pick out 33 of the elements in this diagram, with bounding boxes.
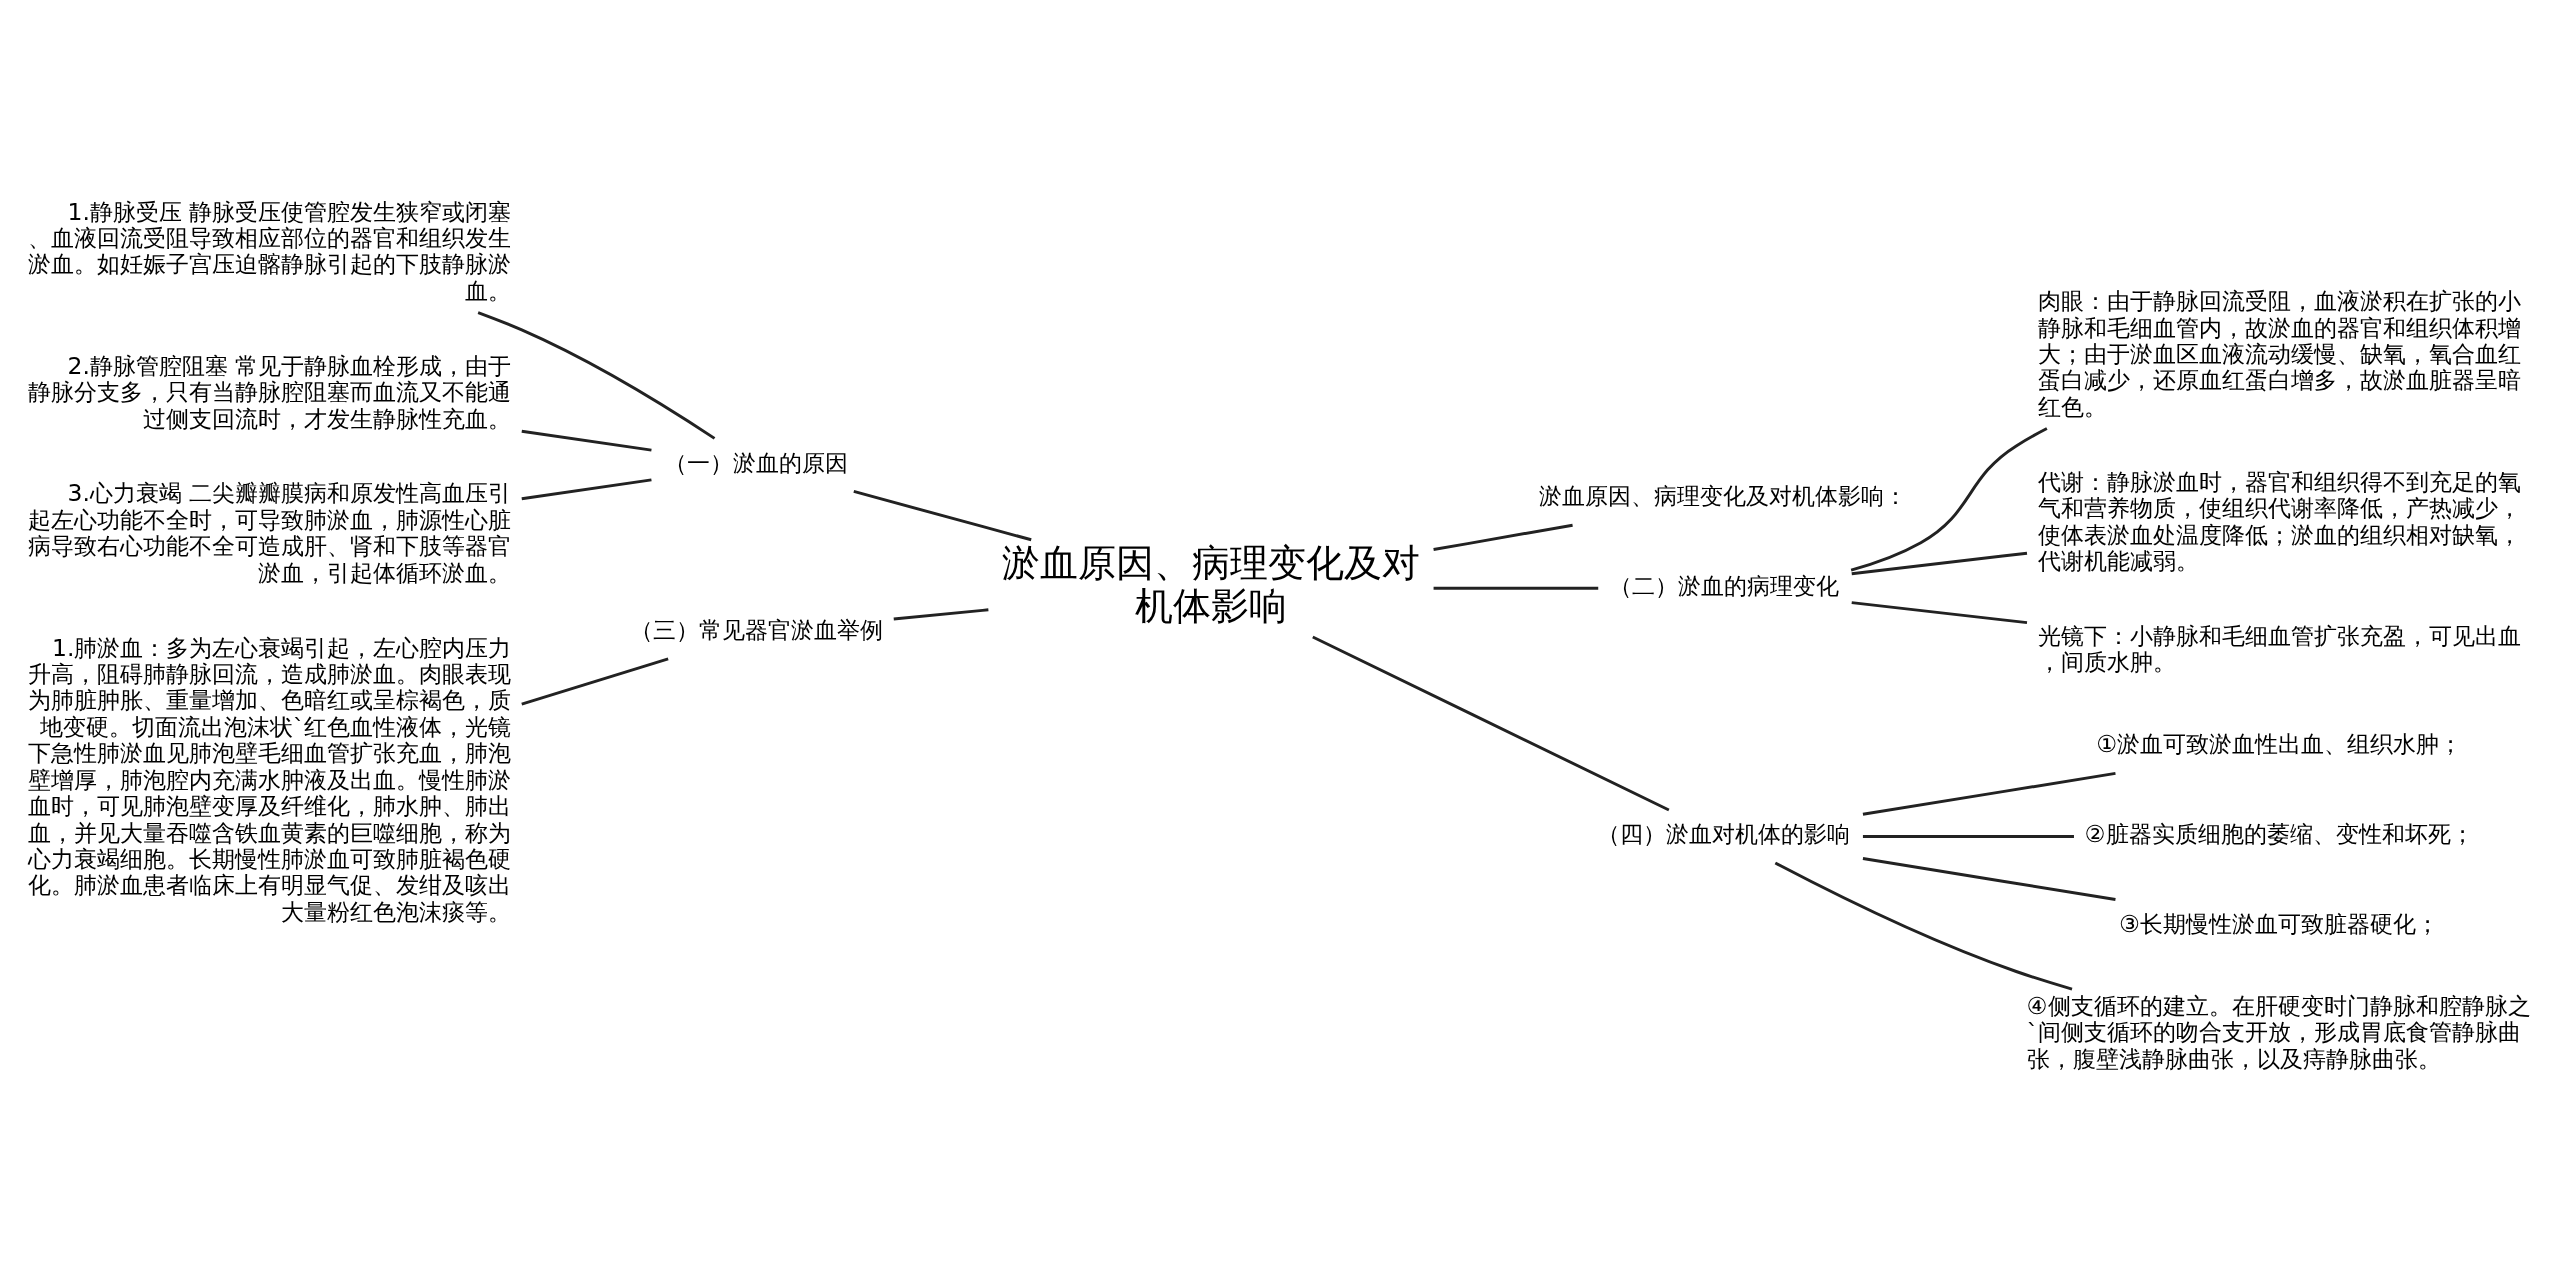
node-text: ①淤血可致淤血性出血、组织水肿；	[2096, 729, 2463, 758]
connector	[521, 477, 652, 500]
node-text: 3.心力衰竭 二尖瓣瓣膜病和原发性高血压引起左心功能不全时，可导致肺淤血，肺源性心脏病导致右心功能不全可造成肝、肾和下肢等器官淤血，引起体循环淤血。	[28, 478, 512, 587]
connector	[1774, 861, 2073, 990]
connector	[521, 429, 652, 452]
connector	[1433, 523, 1573, 551]
connector	[1862, 856, 2116, 901]
node-text: ②脏器实质细胞的萎缩、变性和坏死；	[2084, 819, 2474, 848]
connector	[521, 656, 669, 706]
node-text: 代谢：静脉淤血时，器官和组织得不到充足的氧气和营养物质，使组织代谢率降低，产热减少，使体表淤血处温度降低；淤血的组织相对缺氧，代谢机能减弱。	[2037, 467, 2521, 575]
node-text: 淤血原因、病理变化及对机体影响：	[1539, 481, 1908, 510]
connector	[1433, 586, 1599, 590]
connector	[1850, 426, 2048, 572]
node-text: 光镜下：小静脉和毛细血管扩张充盈，可见出血，间质水肿。	[2037, 621, 2521, 676]
node-text: 1.静脉受压 静脉受压使管腔发生狭窄或闭塞、血液回流受阻导致相应部位的器官和组织发生淤血。如妊娠子宫压迫髂静脉引起的下肢静脉淤血。	[28, 197, 512, 305]
connector	[1312, 635, 1670, 811]
connector	[477, 310, 716, 440]
node-text: （一）淤血的原因	[664, 448, 849, 477]
node-text: 肉眼：由于静脉回流受阻，血液淤积在扩张的小静脉和毛细血管内，故淤血的器官和组织体积增大；由于淤血区血液流动缓慢、缺氧，氧合血红蛋白减少，还原血红蛋白增多，故淤血脏器呈暗红色。	[2037, 286, 2521, 421]
node-text: （四）淤血对机体的影响	[1597, 819, 1851, 848]
node-text: 2.静脉管腔阻塞 常见于静脉血栓形成，由于静脉分支多，只有当静脉腔阻塞而血流又不能通过侧支回流时，才发生静脉性充血。	[28, 351, 512, 433]
node-text: 淤血原因、病理变化及对机体影响	[1002, 540, 1420, 628]
node-text: （二）淤血的病理变化	[1608, 571, 1839, 600]
connector	[1862, 771, 2116, 816]
node-text: 1.肺淤血：多为左心衰竭引起，左心腔内压力升高，阻碍肺静脉回流，造成肺淤血。肉眼表现为肺脏肿胀、重量增加、色暗红或呈棕褐色，质地变硬。切面流出泡沫状`红色血性液体，光镜下急性肺淤血见肺泡壁毛细血管扩张充血，肺泡壁增厚，肺泡腔内充满水肿液及出血。慢性肺淤血时，可见肺泡壁变厚及纤维化，肺水肿、肺出血，并见大量吞噬含铁血黄素的巨噬细胞，称为心力衰竭细胞。长期慢性肺淤血可致肺脏褐色硬化。肺淤血患者临床上有明显气促、发绀及咳出大量粉红色泡沫痰等。	[28, 633, 512, 926]
node-text: ④侧支循环的建立。在肝硬变时门静脉和腔静脉之`间侧支循环的吻合支开放，形成胃底食管静脉曲张，腹壁浅静脉曲张，以及痔静脉曲张。	[2026, 991, 2531, 1073]
connector	[893, 607, 989, 620]
connector	[1862, 834, 2074, 838]
connector	[853, 489, 1032, 541]
connector	[1851, 551, 2028, 575]
connector	[1851, 600, 2028, 624]
node-text: （三）常见器官淤血举例	[629, 615, 883, 644]
node-text: ③长期慢性淤血可致脏器硬化；	[2119, 909, 2440, 938]
